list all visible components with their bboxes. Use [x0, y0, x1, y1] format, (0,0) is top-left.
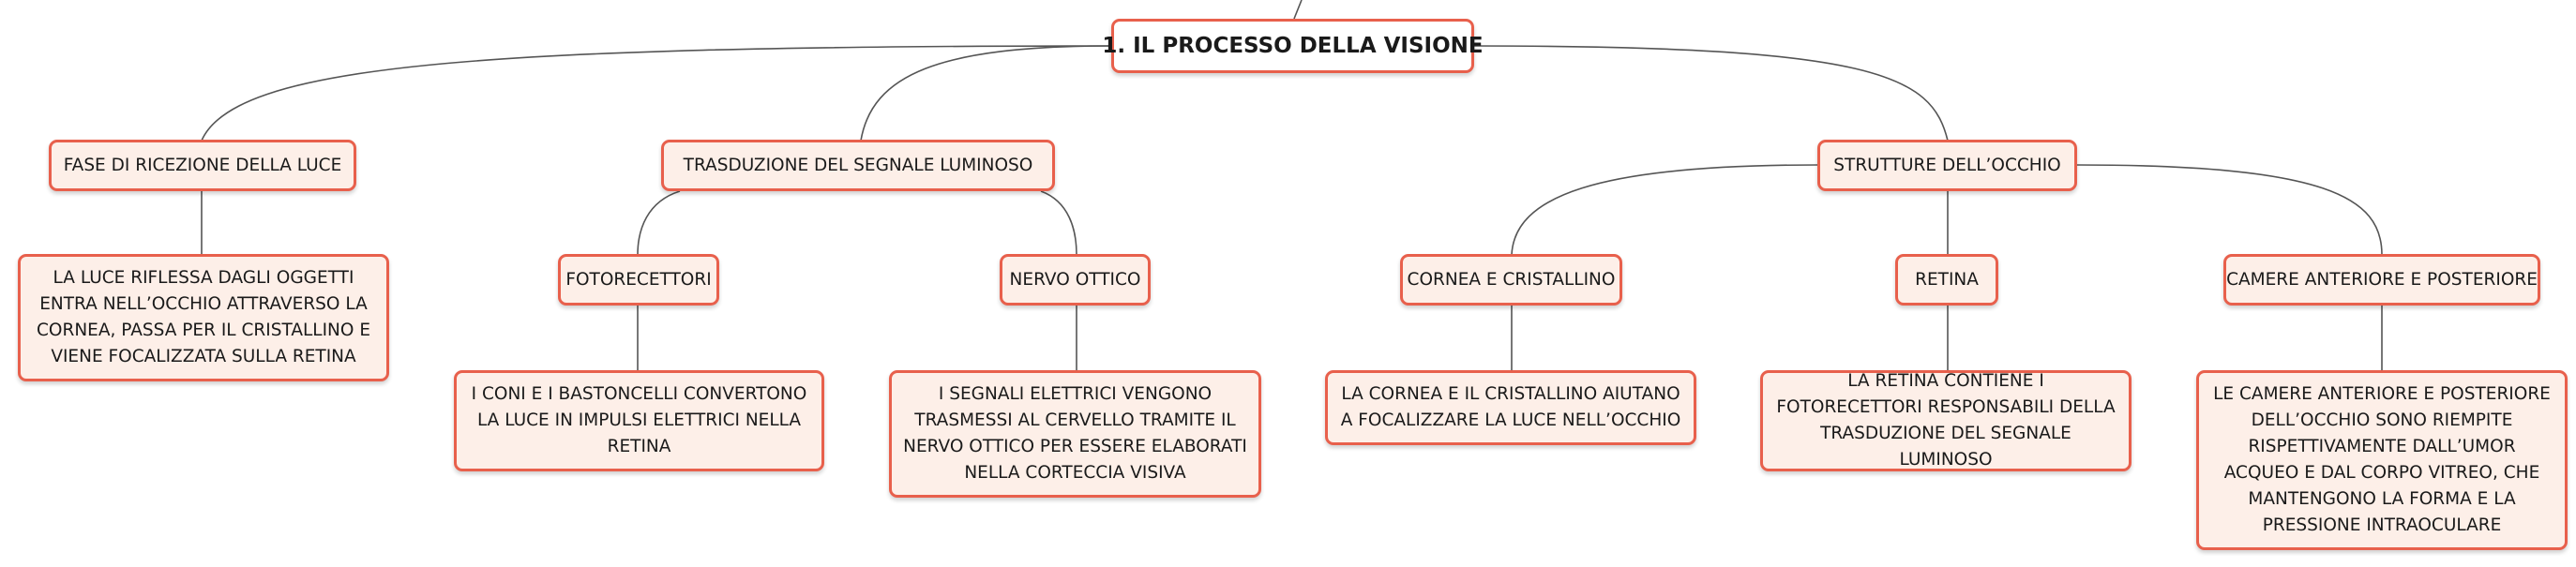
- connector-root-trasduzione: [860, 45, 1112, 142]
- node-cornea-cristallino[interactable]: CORNEA E CRISTALLINO: [1400, 254, 1622, 306]
- root-node[interactable]: 1. IL PROCESSO DELLA VISIONE: [1102, 19, 1484, 73]
- detail-ricezione[interactable]: LA LUCE RIFLESSA DAGLI OGGETTI ENTRA NEL…: [18, 254, 389, 381]
- node-camere[interactable]: CAMERE ANTERIORE E POSTERIORE: [2223, 254, 2540, 306]
- detail-retina[interactable]: LA RETINA CONTIENE I FOTORECETTORI RESPO…: [1760, 370, 2132, 471]
- connector-trasduzione-fotorecettori: [637, 190, 681, 256]
- connector-strutture-camere: [2076, 164, 2383, 256]
- detail-camere[interactable]: LE CAMERE ANTERIORE E POSTERIORE DELL’OC…: [2196, 370, 2568, 550]
- connector-strutture-cornea: [1511, 164, 1818, 256]
- connector-trasduzione-nervo: [1040, 190, 1077, 256]
- connector-root-ricezione: [201, 45, 1112, 142]
- node-nervo-ottico[interactable]: NERVO OTTICO: [1000, 254, 1151, 306]
- node-retina[interactable]: RETINA: [1895, 254, 1998, 306]
- detail-cornea-cristallino[interactable]: LA CORNEA E IL CRISTALLINO AIUTANO A FOC…: [1325, 370, 1696, 445]
- branch-trasduzione[interactable]: TRASDUZIONE DEL SEGNALE LUMINOSO: [661, 140, 1055, 191]
- detail-fotorecettori[interactable]: I CONI E I BASTONCELLI CONVERTONO LA LUC…: [454, 370, 824, 471]
- connector-root-strutture: [1473, 45, 1949, 142]
- connector-root-parent: [1293, 0, 1303, 20]
- branch-strutture[interactable]: STRUTTURE DELL’OCCHIO: [1817, 140, 2077, 191]
- branch-ricezione[interactable]: FASE DI RICEZIONE DELLA LUCE: [49, 140, 356, 191]
- node-fotorecettori[interactable]: FOTORECETTORI: [558, 254, 719, 306]
- detail-nervo-ottico[interactable]: I SEGNALI ELETTRICI VENGONO TRASMESSI AL…: [889, 370, 1261, 498]
